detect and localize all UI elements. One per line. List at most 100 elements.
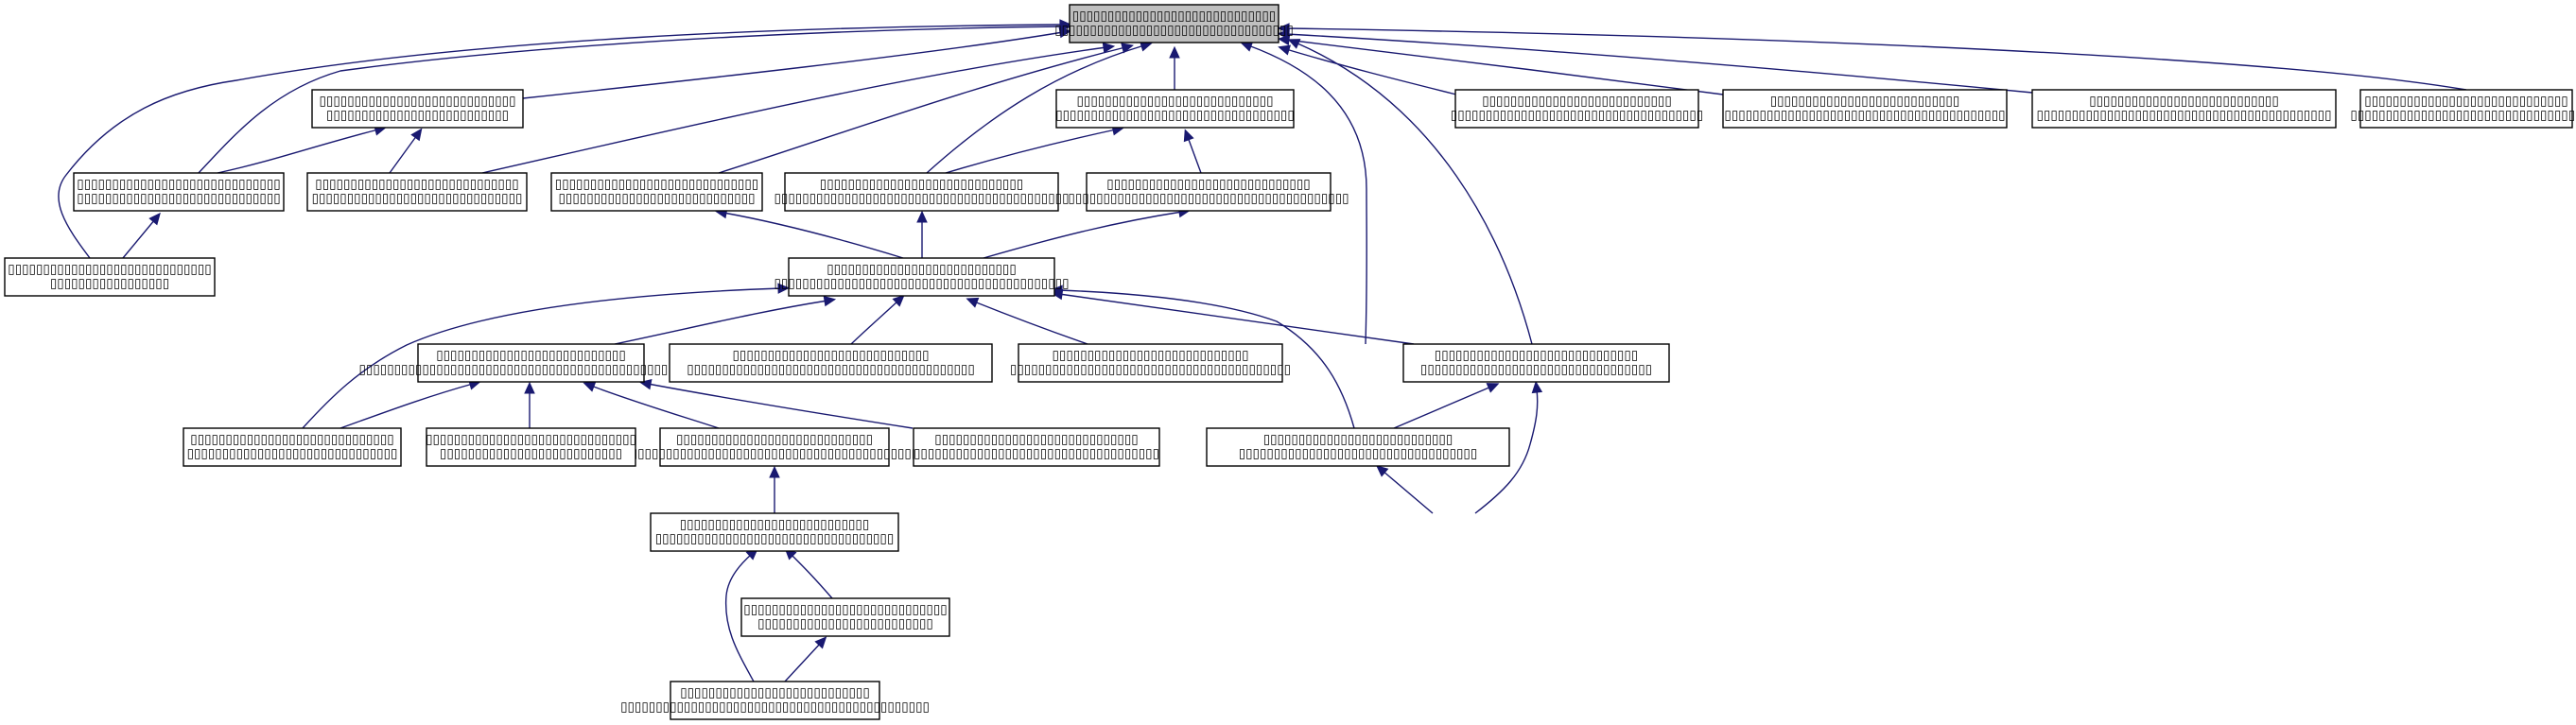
edge-line (1295, 42, 1533, 345)
node-label-line: ▯▯▯▯▯▯▯▯▯▯▯▯▯▯▯▯▯▯▯▯▯▯▯▯▯▯▯▯▯ (315, 177, 518, 192)
arrowhead (524, 381, 535, 394)
graph-node[interactable]: ▯▯▯▯▯▯▯▯▯▯▯▯▯▯▯▯▯▯▯▯▯▯▯▯▯▯▯▯▯▯▯▯▯▯▯▯▯▯▯▯… (73, 172, 285, 212)
edge-c-to-root (1278, 44, 1457, 95)
node-label-line: ▯▯▯▯▯▯▯▯▯▯▯▯▯▯▯▯▯▯▯▯▯▯▯▯▯▯▯▯▯▯▯▯▯▯▯▯▯▯▯▯… (609, 446, 939, 461)
graph-node[interactable]: ▯▯▯▯▯▯▯▯▯▯▯▯▯▯▯▯▯▯▯▯▯▯▯▯▯▯▯▯▯▯▯▯▯▯▯▯▯▯▯▯… (1451, 89, 1703, 129)
arrowhead (916, 210, 928, 223)
node-label-line: ▯▯▯▯▯▯▯▯▯▯▯▯▯▯▯▯▯▯▯▯▯▯▯▯▯▯▯▯▯▯ (187, 446, 398, 461)
node-label-line: ▯▯▯▯▯▯▯▯▯▯▯▯▯▯▯▯▯▯▯▯▯▯▯▯▯▯▯▯ (558, 191, 755, 206)
arrowhead (1059, 19, 1072, 30)
node-label-line: ▯▯▯▯▯▯▯▯▯▯▯▯▯▯▯▯▯▯▯▯▯▯▯▯▯▯▯▯ (1052, 348, 1248, 363)
node-label-line: ▯▯▯▯▯▯▯▯▯▯▯▯▯▯▯▯▯▯▯▯▯▯▯▯▯▯▯▯▯ (1435, 348, 1638, 363)
arrowhead (1121, 43, 1134, 54)
node-label-line: ▯▯▯▯▯▯▯▯▯▯▯▯▯▯▯▯▯ (50, 276, 169, 291)
graph-node[interactable]: ▯▯▯▯▯▯▯▯▯▯▯▯▯▯▯▯▯▯▯▯▯▯▯▯▯▯▯▯▯▯▯▯▯▯▯▯▯▯▯▯… (1068, 172, 1349, 212)
node-label-line: ▯▯▯▯▯▯▯▯▯▯▯▯▯▯▯▯▯▯▯▯▯▯▯▯▯▯▯▯ (319, 94, 515, 109)
node-box (1018, 343, 1283, 383)
graph-node[interactable]: ▯▯▯▯▯▯▯▯▯▯▯▯▯▯▯▯▯▯▯▯▯▯▯▯▯▯▯▯▯▯▯▯▯▯▯▯▯▯▯▯… (740, 597, 950, 637)
edge-y-to-x (784, 636, 827, 682)
edge-line (1285, 39, 1724, 95)
graph-node[interactable]: ▯▯▯▯▯▯▯▯▯▯▯▯▯▯▯▯▯▯▯▯▯▯▯▯▯▯▯▯▯▯▯▯▯▯▯▯▯▯▯▯… (620, 681, 930, 720)
edge-e-to-root (1277, 28, 2033, 94)
node-label-line: ▯▯▯▯▯▯▯▯▯▯▯▯▯▯▯▯▯▯▯▯▯▯▯▯▯▯▯ (436, 348, 626, 363)
edge-n-to-m (1050, 288, 1415, 345)
edge-t-to-o (524, 381, 535, 428)
arrowhead (892, 294, 905, 307)
node-label-line: ▯▯▯▯▯▯▯▯▯▯▯▯▯▯▯▯▯▯▯▯▯▯▯▯▯▯▯▯▯▯▯▯▯▯ (655, 531, 895, 546)
node-label-line: ▯▯▯▯▯▯▯▯▯▯▯▯▯▯▯▯▯▯▯▯▯▯▯▯▯▯▯▯▯▯▯▯▯▯▯▯▯▯▯▯… (358, 362, 703, 377)
edge-line (983, 211, 1183, 259)
node-box (311, 89, 524, 129)
graph-node[interactable]: ▯▯▯▯▯▯▯▯▯▯▯▯▯▯▯▯▯▯▯▯▯▯▯▯▯▯▯▯▯▯▯▯▯▯▯▯▯▯▯▯… (426, 427, 636, 467)
graph-node[interactable]: ▯▯▯▯▯▯▯▯▯▯▯▯▯▯▯▯▯▯▯▯▯▯▯▯▯▯▯▯▯▯▯▯▯▯▯▯▯▯▯▯… (669, 343, 993, 383)
graph-node[interactable]: ▯▯▯▯▯▯▯▯▯▯▯▯▯▯▯▯▯▯▯▯▯▯▯▯▯▯▯▯▯▯▯▯▯▯▯▯▯▯▯▯… (913, 427, 1160, 467)
node-label-line: ▯▯▯▯▯▯▯▯▯▯▯▯▯▯▯▯▯▯▯▯▯▯▯▯▯▯▯▯▯ (190, 432, 393, 447)
node-label-line: ▯▯▯▯▯▯▯▯▯▯▯▯▯▯▯▯▯▯▯▯▯▯▯▯▯▯▯▯ (1076, 94, 1273, 109)
arrowhead (1531, 380, 1543, 394)
graph-node[interactable]: ▯▯▯▯▯▯▯▯▯▯▯▯▯▯▯▯▯▯▯▯▯▯▯▯▯▯▯▯▯▯▯▯▯▯▯▯▯▯▯▯… (4, 257, 216, 297)
graph-node[interactable]: ▯▯▯▯▯▯▯▯▯▯▯▯▯▯▯▯▯▯▯▯▯▯▯▯▯▯▯▯▯▯▯▯▯▯▯▯▯▯▯▯… (1402, 343, 1670, 383)
edge-line (647, 383, 914, 429)
graph-node[interactable]: ▯▯▯▯▯▯▯▯▯▯▯▯▯▯▯▯▯▯▯▯▯▯▯▯▯▯▯▯▯▯▯▯▯▯▯▯▯▯▯▯… (358, 343, 704, 383)
edge-n-to-root (1240, 41, 1367, 345)
node-box (2031, 89, 2337, 129)
node-label-line: ▯▯▯▯▯▯▯▯▯▯▯▯▯▯▯▯▯▯▯▯▯▯▯▯▯▯▯▯▯▯▯▯▯▯▯▯▯▯▯▯ (1068, 191, 1349, 206)
edge-m-to-k (983, 206, 1192, 259)
node-box (1722, 89, 2008, 129)
edge-p-to-m (850, 294, 905, 345)
graph-node[interactable]: ▯▯▯▯▯▯▯▯▯▯▯▯▯▯▯▯▯▯▯▯▯▯▯▯▯▯▯▯▯▯▯▯▯▯▯▯▯▯▯▯… (550, 172, 763, 212)
graph-node[interactable]: ▯▯▯▯▯▯▯▯▯▯▯▯▯▯▯▯▯▯▯▯▯▯▯▯▯▯▯▯▯▯▯▯▯▯▯▯▯▯▯▯… (774, 257, 1070, 297)
node-label-line: ▯▯▯▯▯▯▯▯▯▯▯▯▯▯▯▯▯▯▯▯▯▯▯▯▯▯▯ (680, 517, 870, 532)
edge-line (973, 301, 1088, 345)
node-box (1206, 427, 1510, 467)
graph-node[interactable]: ▯▯▯▯▯▯▯▯▯▯▯▯▯▯▯▯▯▯▯▯▯▯▯▯▯▯▯▯▯▯▯▯▯▯▯▯▯▯▯▯… (650, 512, 899, 552)
arrowhead (148, 212, 161, 226)
edge-line (58, 24, 1064, 259)
edge-line (522, 31, 1064, 99)
node-label-line: ▯▯▯▯▯▯▯▯▯▯▯▯▯▯▯▯▯▯▯▯▯▯▯▯▯▯▯▯▯▯▯▯▯ (2350, 108, 2576, 123)
edge-line (1285, 33, 2033, 94)
edge-line (1058, 289, 1355, 429)
graph-node[interactable]: ▯▯▯▯▯▯▯▯▯▯▯▯▯▯▯▯▯▯▯▯▯▯▯▯▯▯▯▯▯▯▯▯▯▯▯▯▯▯▯▯… (183, 427, 402, 467)
edge-line (614, 300, 828, 345)
edge-line (784, 642, 822, 682)
edge-g-to-a (217, 125, 387, 174)
node-label-line: ▯▯▯▯▯▯▯▯▯▯▯▯▯▯▯▯▯▯▯▯▯▯▯▯▯▯▯▯▯▯ (426, 432, 636, 447)
edge-b-to-root (1169, 45, 1180, 90)
edge-l-to-root (58, 19, 1072, 259)
edge-line (1285, 48, 1457, 95)
graph-node[interactable]: ▯▯▯▯▯▯▯▯▯▯▯▯▯▯▯▯▯▯▯▯▯▯▯▯▯▯▯▯▯▯▯▯▯▯▯▯▯▯▯▯… (306, 172, 528, 212)
node-label-line: ▯▯▯▯▯▯▯▯▯▯▯▯▯▯▯▯▯▯▯▯▯▯▯▯▯▯▯▯▯▯▯▯▯▯ (1054, 23, 1294, 38)
root-node[interactable]: ▯▯▯▯▯▯▯▯▯▯▯▯▯▯▯▯▯▯▯▯▯▯▯▯▯▯▯▯▯▯▯▯▯▯▯▯▯▯▯▯… (1054, 4, 1294, 43)
edge-u-to-root (1287, 39, 1533, 345)
graph-node[interactable]: ▯▯▯▯▯▯▯▯▯▯▯▯▯▯▯▯▯▯▯▯▯▯▯▯▯▯▯▯▯▯▯▯▯▯▯▯▯▯▯▯… (1722, 89, 2008, 129)
graph-node[interactable]: ▯▯▯▯▯▯▯▯▯▯▯▯▯▯▯▯▯▯▯▯▯▯▯▯▯▯▯▯▯▯▯▯▯▯▯▯▯▯▯▯… (1206, 427, 1510, 467)
graph-node[interactable]: ▯▯▯▯▯▯▯▯▯▯▯▯▯▯▯▯▯▯▯▯▯▯▯▯▯▯▯▯▯▯▯▯▯▯▯▯▯▯▯▯… (311, 89, 524, 129)
edge-line (1393, 386, 1492, 429)
graph-node[interactable]: ▯▯▯▯▯▯▯▯▯▯▯▯▯▯▯▯▯▯▯▯▯▯▯▯▯▯▯▯▯▯▯▯▯▯▯▯▯▯▯▯… (774, 172, 1070, 212)
node-label-line: ▯▯▯▯▯▯▯▯▯▯▯▯▯▯▯▯▯▯▯▯▯▯▯▯▯▯▯▯▯▯▯▯▯▯▯▯▯▯▯▯… (774, 276, 1069, 291)
edge-l-to-h (122, 212, 161, 259)
edge-line (122, 218, 156, 259)
arrowhead (1287, 39, 1301, 49)
node-label-line: ▯▯▯▯▯▯▯▯▯▯▯▯▯▯▯▯▯▯▯▯▯▯▯▯▯▯▯▯▯ (820, 177, 1023, 192)
node-label-line: ▯▯▯▯▯▯▯▯▯▯▯▯▯▯▯▯▯▯▯▯▯▯▯▯▯▯▯▯▯▯▯▯▯▯▯▯▯▯▯▯… (774, 191, 1069, 206)
node-box (550, 172, 763, 212)
edge-d-to-root (1277, 34, 1724, 95)
node-box (1086, 172, 1332, 212)
arrowhead (1486, 383, 1500, 393)
node-label-line: ▯▯▯▯▯▯▯▯▯▯▯▯▯▯▯▯▯▯▯▯▯▯▯▯▯ (757, 616, 933, 631)
graph-node[interactable]: ▯▯▯▯▯▯▯▯▯▯▯▯▯▯▯▯▯▯▯▯▯▯▯▯▯▯▯▯▯▯▯▯▯▯▯▯▯▯▯▯… (609, 427, 940, 467)
edge-line (481, 46, 1107, 174)
node-box (659, 427, 890, 467)
graph-node[interactable]: ▯▯▯▯▯▯▯▯▯▯▯▯▯▯▯▯▯▯▯▯▯▯▯▯▯▯▯▯▯▯▯▯▯▯▯▯▯▯▯▯… (1010, 343, 1291, 383)
graph-edges (58, 19, 2467, 682)
edge-line (1382, 470, 1434, 514)
graph-node[interactable]: ▯▯▯▯▯▯▯▯▯▯▯▯▯▯▯▯▯▯▯▯▯▯▯▯▯▯▯▯▯▯▯▯▯▯▯▯▯▯▯▯… (2350, 89, 2576, 129)
graph-node[interactable]: ▯▯▯▯▯▯▯▯▯▯▯▯▯▯▯▯▯▯▯▯▯▯▯▯▯▯▯▯▯▯▯▯▯▯▯▯▯▯▯▯… (2031, 89, 2337, 129)
edge-z-to-u (1375, 465, 1434, 514)
arrowhead (814, 636, 827, 649)
graph-node[interactable]: ▯▯▯▯▯▯▯▯▯▯▯▯▯▯▯▯▯▯▯▯▯▯▯▯▯▯▯▯▯▯▯▯▯▯▯▯▯▯▯▯… (1055, 89, 1295, 129)
node-box (1402, 343, 1670, 383)
